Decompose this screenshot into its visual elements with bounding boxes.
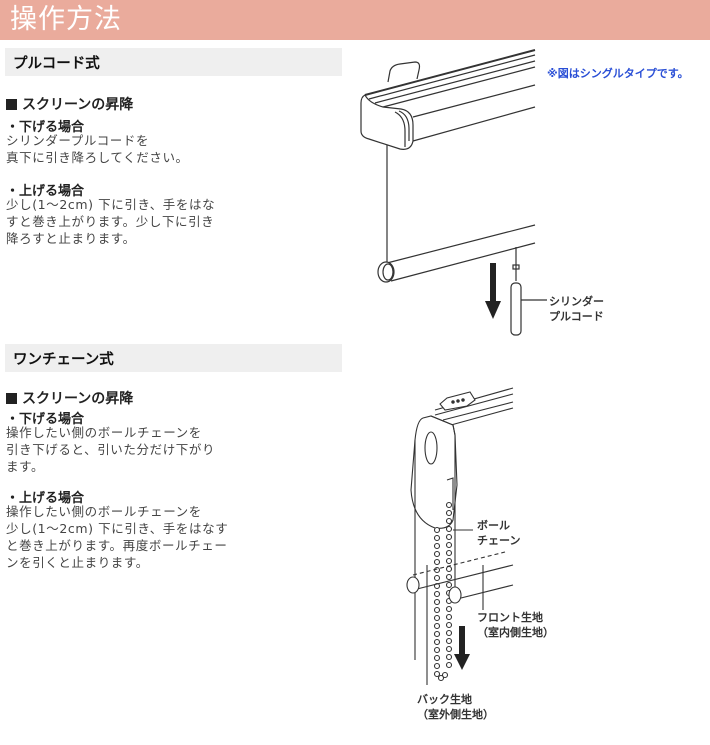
section-bar-pull-cord: プルコード式: [5, 48, 342, 76]
square-bullet-icon: [6, 393, 17, 404]
callout-back-fabric: バック生地 （室外側生地）: [417, 693, 494, 721]
pull-cord-blind-diagram: [360, 49, 547, 336]
callout-front-fabric: フロント生地 （室内側生地）: [477, 611, 554, 639]
down-arrow-icon: [454, 626, 470, 670]
callout-ball-chain: ボール チェーン: [477, 519, 521, 547]
single-type-note: ※図はシングルタイプです。: [547, 67, 689, 80]
callout-cylinder-pull-cord: シリンダー プルコード: [549, 295, 604, 323]
header-banner: 操作方法: [0, 0, 710, 40]
case-label-raise: ・上げる場合: [6, 491, 85, 506]
instruction-lower: シリンダープルコードを 真下に引き降ろしてください。: [6, 133, 189, 165]
case-label-lower: ・下げる場合: [6, 120, 85, 135]
section-title: ワンチェーン式: [13, 352, 114, 368]
subheading-screen-lift: スクリーンの昇降: [6, 94, 133, 114]
square-bullet-icon: [6, 99, 17, 110]
case-label-raise: ・上げる場合: [6, 184, 85, 199]
case-label-lower: ・下げる場合: [6, 412, 85, 427]
instruction-lower: 操作したい側のボールチェーンを 引き下げると、引いた分だけ下がり ます。: [6, 425, 216, 474]
down-arrow-icon: [485, 263, 501, 319]
page-title: 操作方法: [10, 4, 122, 35]
instruction-raise: 少し(1〜2cm) 下に引き、手をはな すと巻き上がります。少し下に引き 降ろす…: [6, 197, 216, 246]
subheading-screen-lift: スクリーンの昇降: [6, 388, 133, 408]
instruction-raise: 操作したい側のボールチェーンを 少し(1〜2cm) 下に引き、手をはなす と巻き…: [6, 504, 229, 570]
section-bar-one-chain: ワンチェーン式: [5, 344, 342, 372]
one-chain-blind-diagram: [406, 387, 514, 685]
section-title: プルコード式: [13, 56, 100, 72]
